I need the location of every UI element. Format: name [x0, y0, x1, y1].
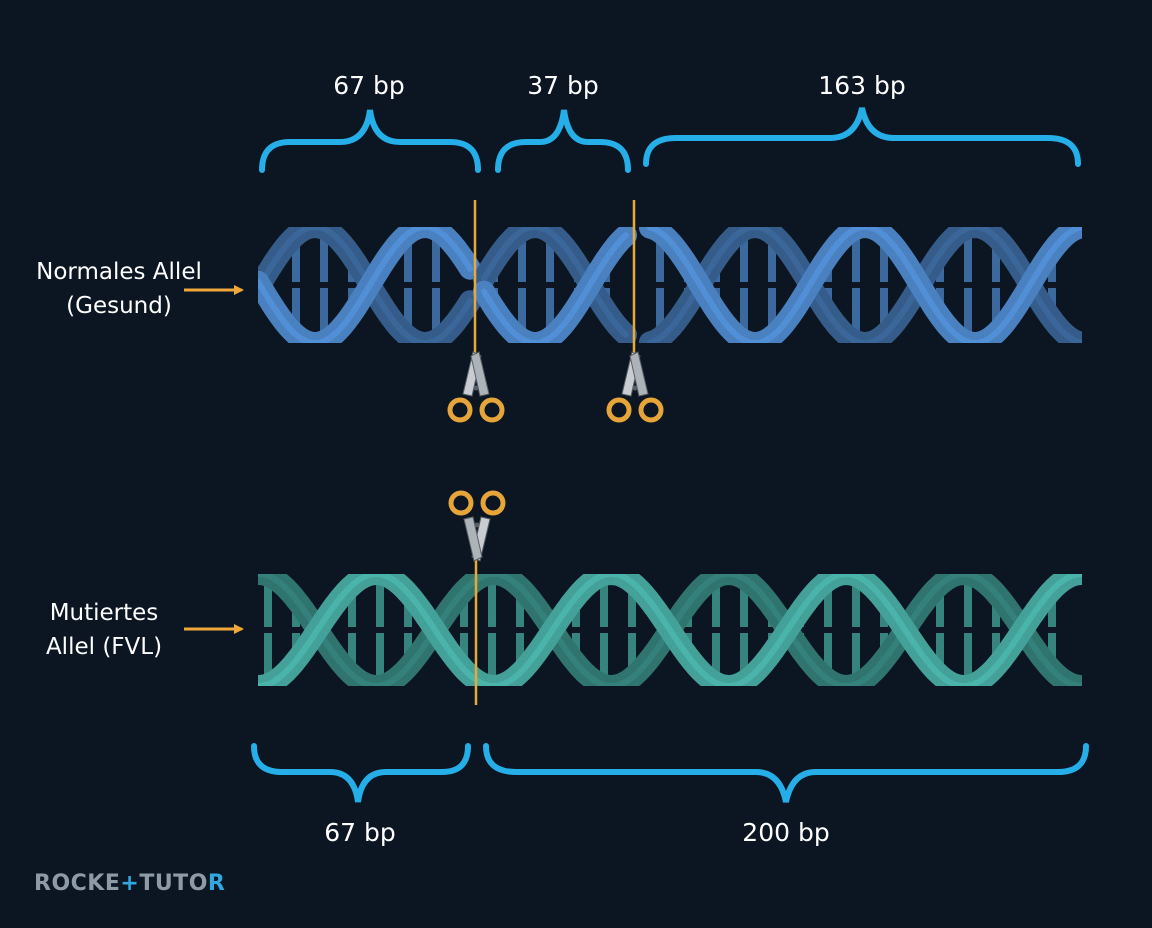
fragment-label-normal-2: 37 bp: [527, 71, 599, 100]
base-pair-gap: [823, 282, 833, 288]
base-pair-gap: [991, 282, 1001, 288]
dna-strand-highlight: [255, 224, 473, 346]
base-pair-gap: [545, 282, 555, 288]
scissors-pivot: [474, 522, 480, 528]
dna-strand-highlight: [647, 224, 1085, 346]
bracket-normal-37bp: [495, 109, 631, 173]
dna-strand-highlight: [647, 224, 1085, 346]
base-pair-gap: [291, 282, 301, 288]
base-pair-gap: [515, 627, 525, 633]
scissors-handle: [479, 397, 505, 423]
dna-strand-highlight: [481, 224, 629, 338]
base-pair-gap: [291, 627, 301, 633]
bracket-normal-163bp: [643, 107, 1081, 167]
scissors-blade: [463, 516, 483, 562]
base-pair-gap: [711, 282, 721, 288]
dna-strand-highlight: [255, 570, 1085, 690]
fragment-label-normal-3: 163 bp: [818, 71, 905, 100]
scissors-icon: [606, 351, 664, 423]
dna-helix-mutant: [247, 562, 1093, 698]
base-pair-gap: [739, 627, 749, 633]
scissors-icon: [448, 490, 506, 562]
base-pair-gap: [517, 282, 527, 288]
scissors-handle: [448, 490, 474, 516]
fragment-label-normal-1: 67 bp: [333, 71, 405, 100]
base-pair-gap: [767, 627, 777, 633]
base-pair-gap: [347, 627, 357, 633]
bracket-mutant-67bp: [251, 743, 471, 803]
scissors-blade: [629, 351, 649, 397]
base-pair-gap: [403, 627, 413, 633]
base-pair-gap: [403, 282, 413, 288]
base-pair-gap: [879, 282, 889, 288]
brand-text-part1: ROCKE: [34, 871, 121, 896]
scissors-blade: [470, 351, 490, 397]
fragment-label-mutant-1: 67 bp: [324, 818, 396, 847]
base-pair-gap: [739, 282, 749, 288]
fragment-label-mutant-2: 200 bp: [742, 818, 829, 847]
base-pair-gap: [431, 282, 441, 288]
base-pair-gap: [935, 282, 945, 288]
base-pair-gap: [487, 627, 497, 633]
base-pair-gap: [851, 282, 861, 288]
dna-strand-highlight: [481, 232, 629, 346]
base-pair-gap: [375, 627, 385, 633]
brand-text-accent: +: [120, 871, 140, 896]
scissors-handle: [606, 397, 632, 423]
base-pair-gap: [263, 627, 273, 633]
scissors-handle: [447, 397, 473, 423]
bracket-mutant-200bp: [483, 743, 1089, 803]
base-pair-gap: [599, 627, 609, 633]
base-pair-gap: [963, 282, 973, 288]
base-pair-gap: [459, 627, 469, 633]
base-pair-gap: [823, 627, 833, 633]
base-pair-gap: [1047, 627, 1057, 633]
base-pair-gap: [627, 627, 637, 633]
base-pair-gap: [683, 627, 693, 633]
base-pair-gap: [655, 282, 665, 288]
bracket-normal-67bp: [259, 109, 481, 173]
base-pair-gap: [963, 627, 973, 633]
brand-text-accent2: R: [207, 871, 226, 896]
brand-logo: ROCKE+TUTOR: [34, 871, 225, 896]
base-pair-gap: [601, 282, 611, 288]
scissors-icon: [447, 351, 505, 423]
base-pair-gap: [935, 627, 945, 633]
brand-text-part2: TUTO: [139, 871, 208, 896]
scissors-pivot: [473, 385, 479, 391]
dna-helix-normal: [247, 216, 1093, 354]
base-pair-gap: [711, 627, 721, 633]
normal-allele-label-line2: (Gesund): [66, 293, 172, 319]
base-pair-gap: [991, 627, 1001, 633]
base-pair-gap: [879, 627, 889, 633]
mutant-allele-label-line2: Allel (FVL): [46, 634, 162, 660]
normal-allele-label-line1: Normales Allel: [36, 259, 202, 285]
scissors-handle: [480, 490, 506, 516]
scissors-pivot: [632, 385, 638, 391]
base-pair-gap: [1047, 282, 1057, 288]
base-pair-gap: [489, 282, 499, 288]
base-pair-gap: [851, 627, 861, 633]
mutant-allele-label-line1: Mutiertes: [50, 600, 159, 626]
base-pair-gap: [571, 627, 581, 633]
base-pair-gap: [347, 282, 357, 288]
base-pair-gap: [767, 282, 777, 288]
scissors-handle: [638, 397, 664, 423]
base-pair-gap: [319, 282, 329, 288]
